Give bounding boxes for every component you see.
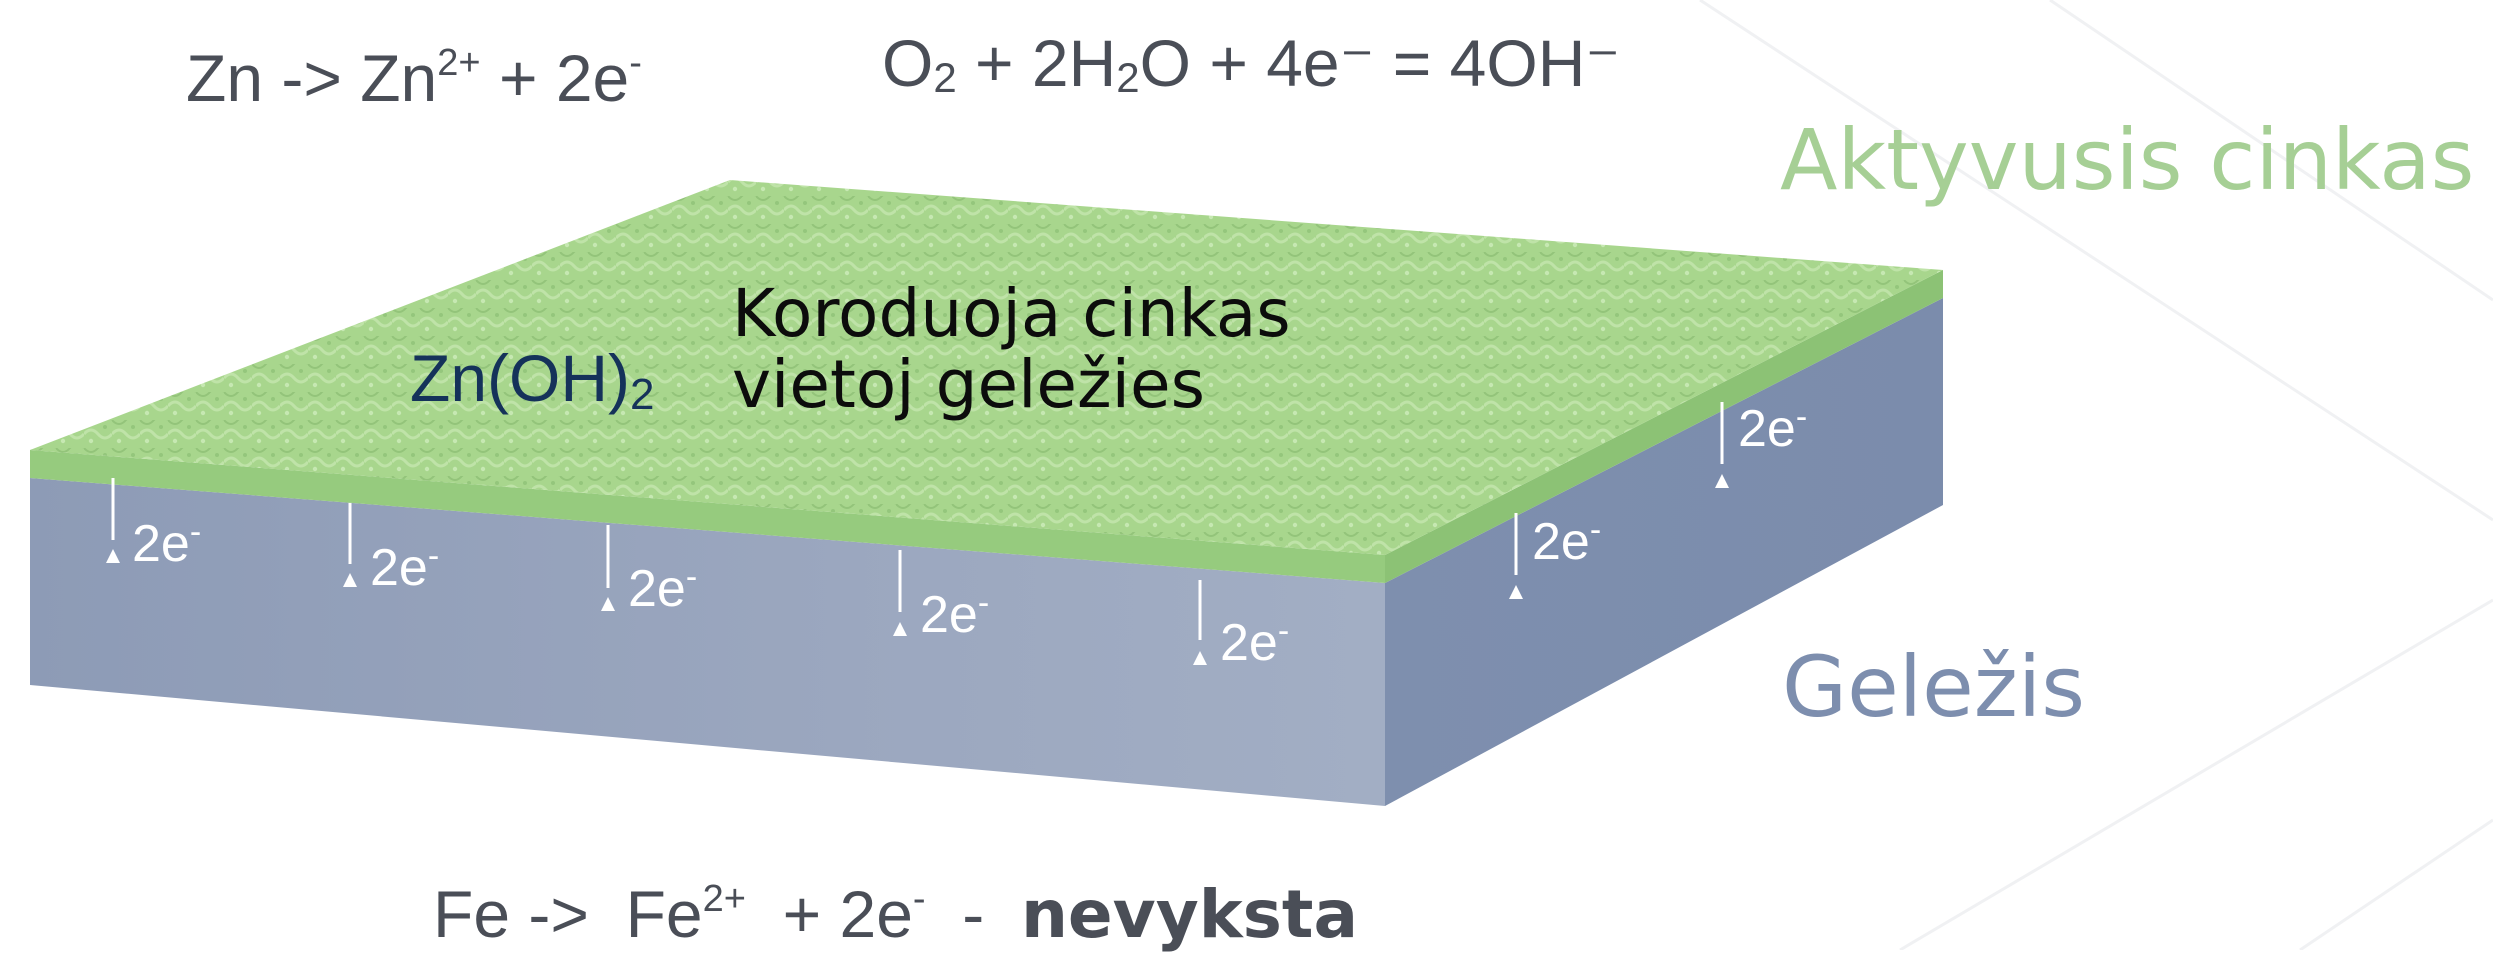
electron-label: 2e-	[1220, 612, 1289, 672]
iron-oxidation-result: nevyksta	[1020, 876, 1358, 953]
zinc-hydroxide-label: Zn(OH)2	[410, 341, 655, 419]
electron-label: 2e-	[628, 558, 697, 618]
electron-label: 2e-	[1532, 511, 1601, 571]
iron-oxidation-equation: Fe -> Fe2+ + 2e- - nevyksta	[433, 876, 1358, 953]
zinc-top-face	[30, 180, 1943, 555]
iron-label: Geležis	[1782, 638, 2085, 736]
electron-label: 2e-	[920, 584, 989, 644]
electron-arrow: 2e-	[1715, 398, 1807, 488]
electron-arrow: 2e-	[1193, 580, 1289, 672]
zinc-front-edge	[30, 450, 1385, 583]
oxygen-reduction-equation: O2 + 2H2O + 4e⁻ = 4OH⁻	[882, 26, 1621, 101]
electron-label: 2e-	[1738, 398, 1807, 458]
corrosion-note-line-2: vietoj geležies	[732, 346, 1205, 424]
corrosion-note-line-1: Koroduoja cinkas	[732, 275, 1291, 352]
electron-arrow: 2e-	[601, 525, 697, 618]
electron-arrow: 2e-	[1509, 511, 1601, 599]
corrosion-note: Koroduoja cinkas vietoj geležies	[732, 278, 1291, 421]
iron-side-face	[1385, 298, 1943, 806]
electron-arrow: 2e-	[106, 478, 201, 573]
zinc-side-edge	[1385, 270, 1943, 583]
active-zinc-label: Aktyvusis cinkas	[1780, 111, 2475, 209]
electron-arrow: 2e-	[893, 550, 989, 644]
iron-front-face	[30, 478, 1385, 806]
electron-label: 2e-	[370, 537, 439, 597]
electron-arrow: 2e-	[343, 503, 439, 597]
background-grid	[1699, 0, 2493, 950]
zinc-oxidation-equation: Zn -> Zn2+ + 2e-	[186, 41, 642, 115]
electron-label: 2e-	[132, 513, 201, 573]
